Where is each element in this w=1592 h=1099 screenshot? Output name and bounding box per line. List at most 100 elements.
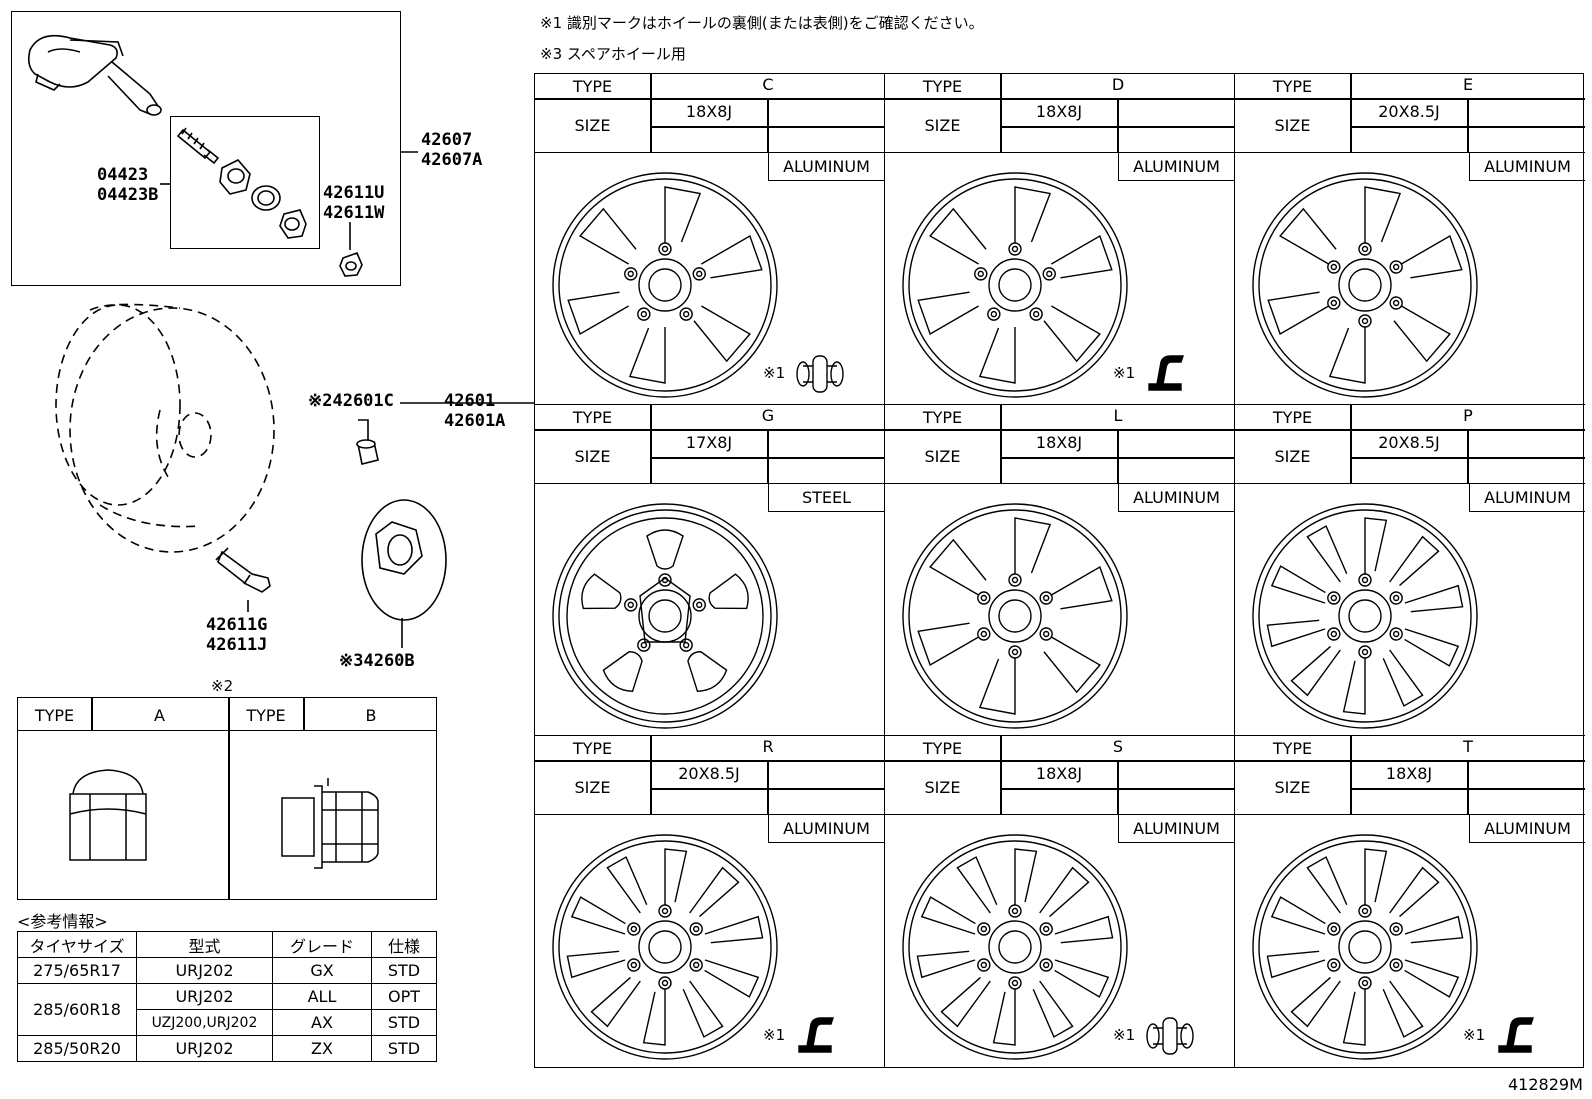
- type-label: TYPE: [572, 739, 613, 758]
- wheel-material: STEEL: [768, 484, 884, 512]
- table-row: 285/60R18 URJ202 ALL OPT: [17, 983, 437, 1036]
- identification-mark-note: ※1: [1113, 1026, 1136, 1044]
- table-row: 275/65R17 URJ202 GX STD: [17, 957, 437, 984]
- type-label: TYPE: [1272, 77, 1313, 96]
- cell-model: URJ202: [136, 983, 273, 1010]
- wheel-size: 20X8.5J: [1378, 433, 1440, 452]
- cell-grade: AX: [272, 1009, 372, 1036]
- reference-title: <参考情報>: [17, 912, 108, 931]
- wheel-size: 18X8J: [1035, 433, 1083, 452]
- wheel-e-icon: [1252, 172, 1478, 398]
- type-label: TYPE: [922, 77, 963, 96]
- part-number-42611W: 42611W: [323, 203, 385, 223]
- wheel-t-icon: [1252, 834, 1478, 1060]
- identification-mark-note: ※1: [763, 1026, 786, 1044]
- wheel-size: 20X8.5J: [1378, 102, 1440, 121]
- wheel-material: ALUMINUM: [1469, 815, 1585, 843]
- spare-carrier-icon: [361, 499, 447, 648]
- hook-mark-icon: [1148, 355, 1184, 391]
- wheel-size: 18X8J: [1385, 764, 1433, 783]
- part-number-42611U: 42611U: [323, 183, 385, 203]
- wheel-material: ALUMINUM: [1118, 153, 1234, 181]
- reference-header-row: タイヤサイズ 型式 グレード 仕様: [17, 931, 437, 958]
- cap-icon: [339, 251, 363, 277]
- identification-mark-note: ※1: [1463, 1026, 1486, 1044]
- cell-grade: ALL: [272, 983, 372, 1010]
- wheel-type-code: C: [762, 75, 774, 94]
- wheel-type-code: P: [1463, 406, 1473, 425]
- size-label: SIZE: [574, 447, 611, 466]
- type-label: TYPE: [572, 408, 613, 427]
- wheel-material: ALUMINUM: [1469, 484, 1585, 512]
- hook-mark-icon: [1498, 1017, 1534, 1053]
- cell-grade: GX: [272, 957, 372, 984]
- wheel-material: ALUMINUM: [768, 153, 884, 181]
- wheel-material: ALUMINUM: [768, 815, 884, 843]
- wheel-type-code: G: [761, 406, 775, 425]
- wheel-size: 18X8J: [1035, 102, 1083, 121]
- nut-drawings: [69, 769, 379, 869]
- type-label: TYPE: [1272, 408, 1313, 427]
- nut-type-table: TYPE A TYPE B: [17, 697, 437, 900]
- part-number-42611J: 42611J: [206, 635, 268, 655]
- part-number-42601A: 42601A: [444, 411, 506, 431]
- size-label: SIZE: [1274, 447, 1311, 466]
- identification-mark-note: ※1: [763, 364, 786, 382]
- cell-spec: STD: [371, 1035, 437, 1062]
- header-grade: グレード: [272, 931, 372, 958]
- tire-icon: [55, 303, 275, 553]
- wheel-size: 17X8J: [685, 433, 733, 452]
- nut-type-a-icon: [69, 769, 147, 861]
- wheel-s-icon: [902, 834, 1128, 1060]
- washer-icon: [251, 185, 281, 211]
- type-label: TYPE: [922, 739, 963, 758]
- reference-table: タイヤサイズ 型式 グレード 仕様 275/65R17 URJ202 GX ST…: [17, 931, 437, 1062]
- cell-model: UZJ200,URJ202: [136, 1009, 273, 1036]
- valve-kit-box: [170, 116, 320, 249]
- wheel-c-icon: [552, 172, 778, 398]
- wheel-size: 18X8J: [1035, 764, 1083, 783]
- wheel-type-code: T: [1463, 737, 1473, 756]
- part-number-42601: 42601: [444, 391, 496, 411]
- cell-tire: 275/65R17: [17, 957, 137, 984]
- wheel-size: 18X8J: [685, 102, 733, 121]
- part-number-42601C: ※242601C: [308, 391, 394, 411]
- wheel-cell-p: TYPE P SIZE 20X8.5J ALUMINUM: [1235, 405, 1585, 736]
- wheel-cell-g: TYPE G SIZE 17X8J STEEL: [535, 405, 885, 736]
- size-label: SIZE: [924, 447, 961, 466]
- wheel-p-icon: [1252, 503, 1478, 729]
- header-model: 型式: [136, 931, 273, 958]
- valve-nut-icon: [219, 159, 251, 195]
- size-label: SIZE: [574, 778, 611, 797]
- wheel-type-code: E: [1462, 75, 1474, 94]
- cell-model: URJ202: [136, 957, 273, 984]
- table-row: UZJ200,URJ202 AX STD: [18, 1009, 437, 1036]
- part-number-42607A: 42607A: [421, 150, 483, 170]
- cell-grade: ZX: [272, 1035, 372, 1062]
- wheel-type-code: D: [1111, 75, 1125, 94]
- part-number-04423B: 04423B: [97, 185, 159, 205]
- wheel-type-code: L: [1113, 406, 1123, 425]
- valve-core-icon: [176, 127, 220, 165]
- tire-valve-mark-icon: [796, 355, 844, 393]
- cell-model: URJ202: [136, 1035, 273, 1062]
- cell-tire: 285/50R20: [17, 1035, 137, 1062]
- wheel-material: ALUMINUM: [1118, 484, 1234, 512]
- size-label: SIZE: [924, 116, 961, 135]
- size-label: SIZE: [1274, 778, 1311, 797]
- tire-valve-mark-icon: [1146, 1017, 1194, 1055]
- part-number-04423: 04423: [97, 165, 149, 185]
- nut-type-label-b: TYPE: [246, 706, 286, 725]
- size-label: SIZE: [1274, 116, 1311, 135]
- cell-spec: STD: [371, 1009, 437, 1036]
- wheel-nut-icon: [356, 419, 379, 465]
- wheel-d-icon: [902, 172, 1128, 398]
- identification-mark-note: ※1: [1113, 364, 1136, 382]
- header-spec: 仕様: [371, 931, 437, 958]
